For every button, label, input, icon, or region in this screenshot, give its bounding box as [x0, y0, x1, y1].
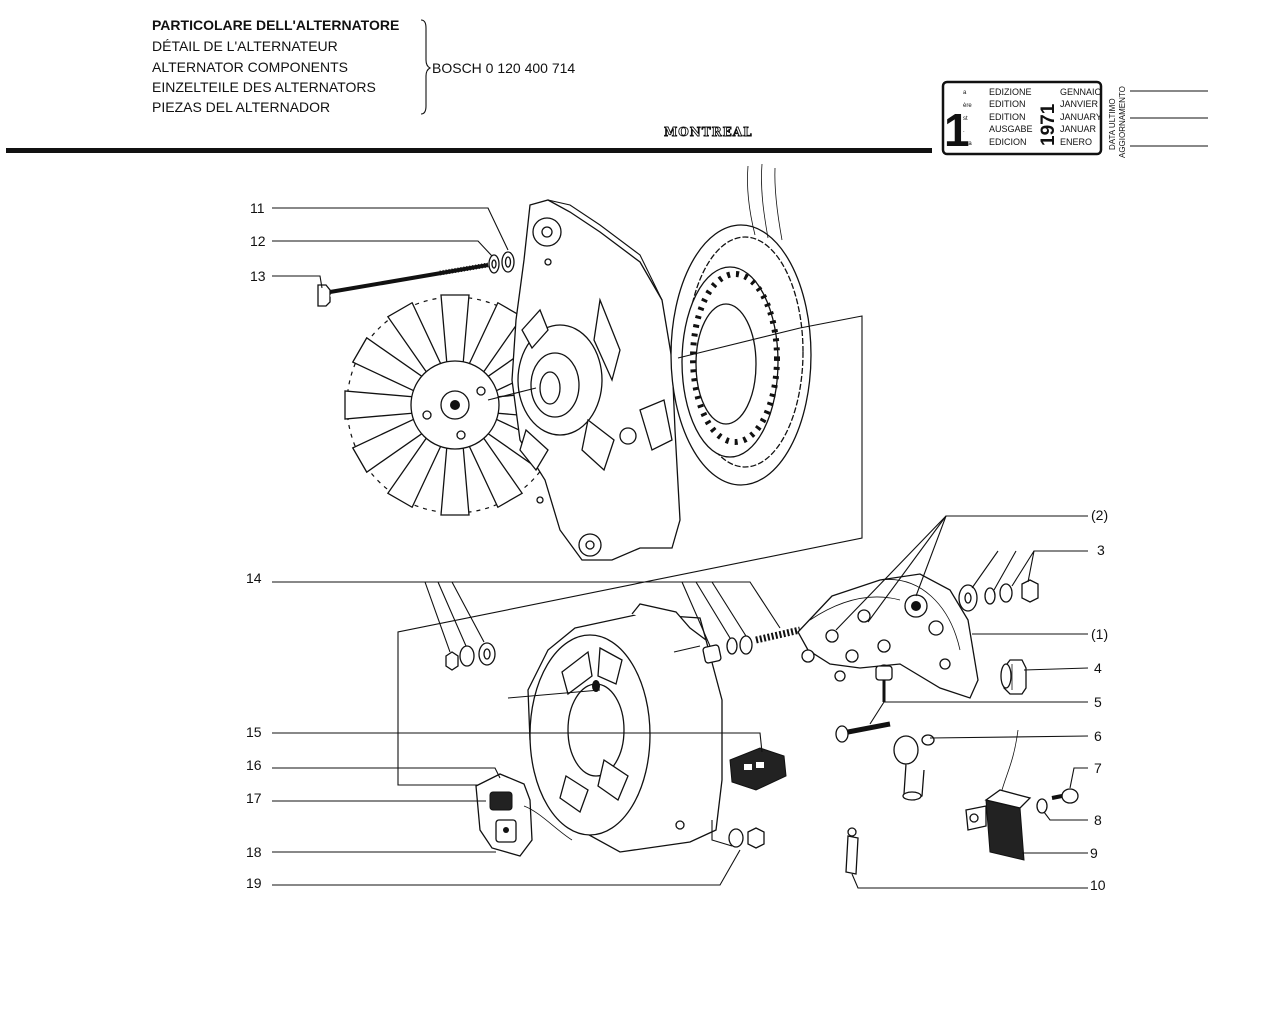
- edition-number: 1: [944, 104, 970, 156]
- callout-14: 14: [246, 570, 262, 586]
- callout-3: 3: [1097, 542, 1105, 558]
- regulator-9-part: [965, 729, 1032, 861]
- edition-ordinal-es: era: [963, 141, 972, 147]
- callout-12: 12: [250, 233, 266, 249]
- assembly-guide-line: [397, 315, 863, 786]
- terminal-10-part: [845, 827, 859, 875]
- edition-label-it: EDIZIONE: [989, 87, 1032, 97]
- callout-19: 19: [246, 875, 262, 891]
- callout-2: (2): [1091, 507, 1108, 523]
- edition-label-de: AUSGABE: [989, 124, 1033, 134]
- month-fr: JANVIER: [1060, 99, 1099, 109]
- title-spanish: PIEZAS DEL ALTERNADOR: [152, 99, 330, 115]
- edition-ordinal-fr: ère: [963, 103, 972, 109]
- callout-10: 10: [1090, 877, 1106, 893]
- nut-11-part: [501, 251, 515, 273]
- screw-14-part: [702, 626, 801, 664]
- callout-13: 13: [250, 268, 266, 284]
- callout-1: (1): [1091, 626, 1108, 642]
- update-label-1: DATA ULTIMO: [1108, 98, 1117, 150]
- title-german: EINZELTEILE DES ALTERNATORS: [152, 79, 376, 95]
- header-title-block: PARTICOLARE DELL'ALTERNATORE DÉTAIL DE L…: [152, 17, 575, 115]
- title-italian: PARTICOLARE DELL'ALTERNATORE: [152, 17, 399, 33]
- header-rule: [6, 148, 932, 153]
- month-de: JANUAR: [1060, 124, 1097, 134]
- callout-18: 18: [246, 844, 262, 860]
- axis-line-fan: [487, 387, 537, 401]
- part-number: BOSCH 0 120 400 714: [432, 60, 575, 76]
- brush-holder-part: [475, 773, 573, 857]
- callout-9: 9: [1090, 845, 1098, 861]
- callout-6: 6: [1094, 728, 1102, 744]
- washers-3-part: [958, 579, 1039, 612]
- callout-16: 16: [246, 757, 262, 773]
- update-label-2: AGGIORNAMENTO: [1118, 86, 1127, 158]
- front-housing-part: [511, 199, 681, 561]
- month-it: GENNAIO: [1060, 87, 1102, 97]
- screw-7-part: [1051, 788, 1079, 804]
- callout-15: 15: [246, 724, 262, 740]
- connector-15-part: [729, 747, 787, 791]
- edition-label-en: EDITION: [989, 112, 1026, 122]
- callout-11: 11: [250, 200, 265, 216]
- month-en: JANUARY: [1060, 112, 1102, 122]
- stator-part: [670, 163, 812, 486]
- terminal-boot-6-part: [893, 734, 935, 801]
- leader-lines: [272, 207, 1089, 889]
- edition-label-es: EDICION: [989, 137, 1027, 147]
- callout-7: 7: [1094, 760, 1102, 776]
- callout-8: 8: [1094, 812, 1102, 828]
- cap-4-part: [1000, 659, 1027, 695]
- edition-box: 1 a ère st . era EDIZIONE EDITION EDITIO…: [941, 80, 1208, 158]
- rectifier-part: [797, 573, 979, 699]
- screws-5-part: [835, 665, 893, 743]
- edition-ordinal-de: .: [963, 128, 965, 134]
- axis-line-upper: [677, 327, 801, 359]
- edition-ordinal-en: st: [963, 116, 968, 122]
- nut-19-part: [728, 827, 765, 849]
- callout-labels-left: 11 12 13 14 15 16 17 18 19: [246, 200, 266, 891]
- callout-5: 5: [1094, 694, 1102, 710]
- title-brace: [420, 19, 432, 115]
- month-es: ENERO: [1060, 137, 1092, 147]
- washer-12-part: [488, 254, 500, 274]
- edition-label-fr: EDITION: [989, 99, 1026, 109]
- callout-4: 4: [1094, 660, 1102, 676]
- rear-housing-part: [507, 603, 723, 853]
- brand-logo: MONTREAL: [664, 125, 753, 140]
- long-bolt-part: [317, 262, 489, 307]
- title-english: ALTERNATOR COMPONENTS: [152, 59, 348, 75]
- edition-ordinal-it: a: [963, 90, 967, 96]
- title-french: DÉTAIL DE L'ALTERNATEUR: [152, 38, 338, 54]
- washer-8-part: [1036, 798, 1048, 814]
- brand-wordmark: MONTREAL: [664, 125, 753, 139]
- edition-frame: [941, 80, 1103, 156]
- nut-14-left-part: [445, 642, 496, 671]
- edition-year: 1971: [1038, 103, 1059, 146]
- callout-labels-right: (2) 3 (1) 4 5 6 7 8 9 10: [1090, 507, 1108, 893]
- callout-17: 17: [246, 790, 262, 806]
